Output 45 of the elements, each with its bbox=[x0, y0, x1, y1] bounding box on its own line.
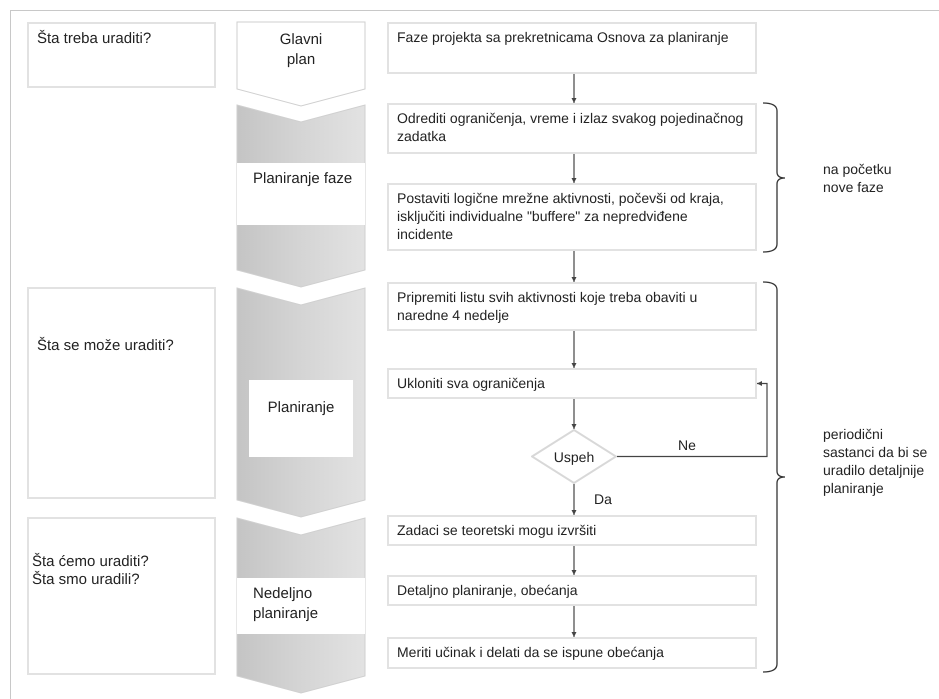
connector-arrow bbox=[572, 546, 576, 575]
phase-label: Nedeljno planiranje bbox=[253, 585, 318, 622]
connector-arrow bbox=[572, 484, 576, 515]
process-box bbox=[387, 368, 757, 399]
step-text: Meriti učinak i delati da se ispune obećanja bbox=[397, 644, 664, 660]
step-text: Postaviti logične mrežne aktivnosti, počevši od kraja, isključiti individualne "buffere" za nepredviđene incidente bbox=[397, 190, 724, 242]
connector-arrow bbox=[572, 251, 576, 282]
connector-arrow bbox=[572, 74, 576, 103]
phase-band bbox=[237, 288, 365, 517]
question-text: Šta se može uraditi? bbox=[37, 337, 175, 355]
phase-band bbox=[237, 105, 365, 287]
process-box bbox=[387, 22, 757, 74]
phase-band bbox=[237, 518, 365, 693]
process-box bbox=[387, 282, 757, 331]
step-text: Zadaci se teoretski mogu izvršiti bbox=[397, 522, 596, 538]
process-box bbox=[387, 183, 757, 251]
step-text: Ukloniti sva ograničenja bbox=[397, 375, 545, 391]
decision-label: Uspeh bbox=[552, 448, 596, 466]
process-box bbox=[387, 575, 757, 606]
phase-band bbox=[237, 22, 365, 106]
question-box bbox=[27, 22, 216, 88]
connector-arrow bbox=[572, 154, 576, 183]
process-box bbox=[387, 515, 757, 546]
decision-diamond bbox=[531, 429, 617, 484]
brace-note: na početku nove faze bbox=[823, 160, 892, 196]
question-text: Šta ćemo uraditi? Šta smo uradili? bbox=[32, 553, 150, 589]
phase-label: Glavni plan bbox=[280, 31, 322, 68]
edge-label: Da bbox=[592, 491, 614, 507]
step-text: Detaljno planiranje, obećanja bbox=[397, 582, 578, 598]
question-box bbox=[27, 517, 216, 675]
step-text: Pripremiti listu svih aktivnosti koje treba obaviti u naredne 4 nedelje bbox=[397, 289, 698, 323]
step-text: Faze projekta sa prekretnicama Osnova za planiranje bbox=[397, 29, 729, 45]
question-box bbox=[27, 287, 216, 499]
brace-note: periodični sastanci da bi se uradilo detaljnije planiranje bbox=[823, 425, 928, 497]
process-box bbox=[387, 103, 757, 154]
connector-arrow bbox=[572, 331, 576, 368]
phase-label: Planiranje bbox=[268, 399, 334, 416]
phase-label: Planiranje faze bbox=[253, 170, 352, 187]
connector-arrow bbox=[572, 606, 576, 637]
process-box bbox=[387, 637, 757, 669]
edge-label: Ne bbox=[676, 437, 698, 453]
connector-arrow bbox=[617, 381, 768, 458]
connector-arrow bbox=[572, 399, 576, 429]
step-text: Odrediti ograničenja, vreme i izlaz svakog pojedinačnog zadatka bbox=[397, 110, 744, 144]
question-text: Šta treba uraditi? bbox=[37, 30, 152, 48]
